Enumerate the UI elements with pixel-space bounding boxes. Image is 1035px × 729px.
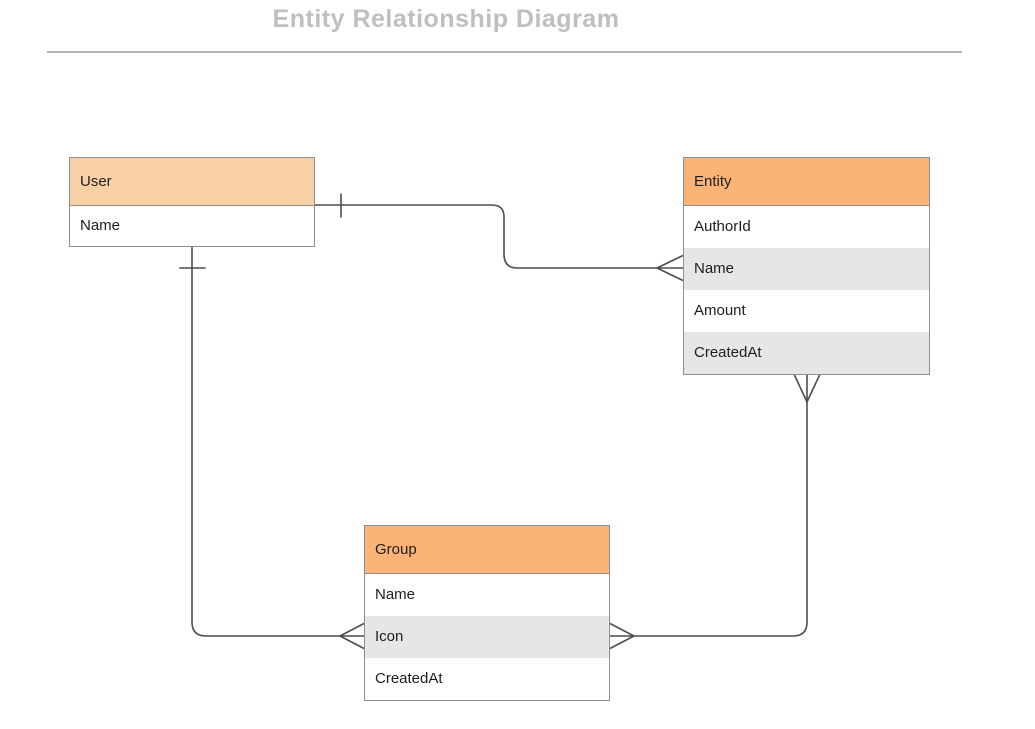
erd-table-entity[interactable]: Entity AuthorId Name Amount CreatedAt	[683, 157, 930, 375]
connector-user-group	[179, 245, 366, 650]
field-row-authorid[interactable]: AuthorId	[684, 206, 929, 248]
table-header-entity[interactable]: Entity	[684, 158, 929, 206]
connector-entity-group	[608, 373, 821, 650]
connector-line	[633, 401, 808, 637]
connector-line	[314, 204, 658, 269]
field-row-name[interactable]: Name	[684, 248, 929, 290]
field-rows: Name Icon CreatedAt	[365, 574, 609, 700]
field-row-name[interactable]: Name	[365, 574, 609, 616]
field-row-name[interactable]: Name	[70, 206, 314, 246]
title-divider	[47, 51, 962, 53]
erd-table-user[interactable]: User Name	[69, 157, 315, 247]
field-row-icon[interactable]: Icon	[365, 616, 609, 658]
diagram-title: Entity Relationship Diagram	[272, 5, 620, 33]
crows-foot-many-icon	[656, 254, 685, 282]
field-row-createdat[interactable]: CreatedAt	[365, 658, 609, 700]
connector-user-entity	[314, 193, 685, 282]
field-row-amount[interactable]: Amount	[684, 290, 929, 332]
connector-line	[191, 245, 341, 637]
crows-foot-many-icon	[793, 373, 821, 403]
crows-foot-many-icon	[608, 622, 635, 650]
table-header-user[interactable]: User	[70, 158, 314, 206]
field-row-createdat[interactable]: CreatedAt	[684, 332, 929, 374]
erd-table-group[interactable]: Group Name Icon CreatedAt	[364, 525, 610, 701]
table-header-group[interactable]: Group	[365, 526, 609, 574]
field-rows: Name	[70, 206, 314, 246]
field-rows: AuthorId Name Amount CreatedAt	[684, 206, 929, 374]
crows-foot-many-icon	[339, 622, 366, 650]
